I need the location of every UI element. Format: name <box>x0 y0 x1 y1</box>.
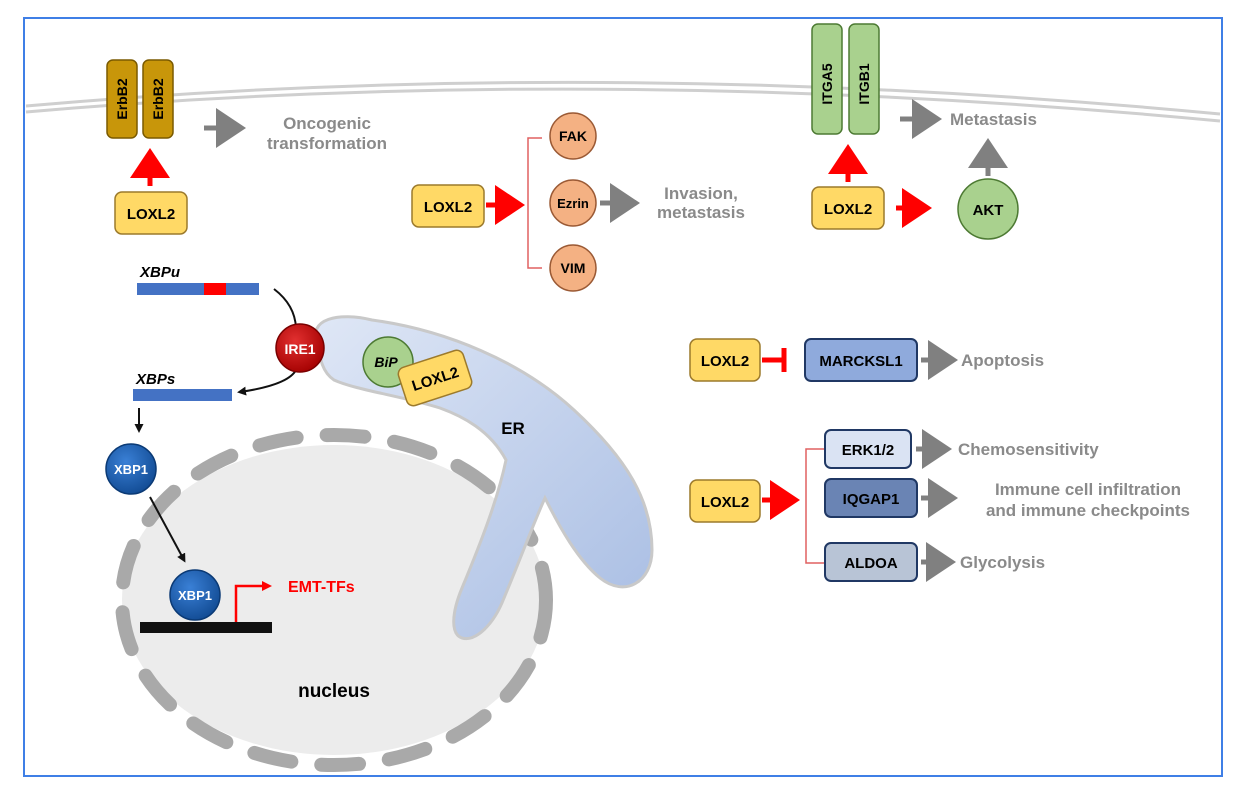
xbp1-cytoplasm-node <box>105 443 157 495</box>
iqgap1-box <box>824 478 918 518</box>
erk12-box <box>824 429 912 469</box>
erk12-outcome-label: Chemosensitivity <box>958 440 1099 459</box>
erbb2-outcome-line1: Oncogenic <box>283 114 371 133</box>
xbps-label: XBPs <box>135 371 175 388</box>
erbb2-receptor-right <box>142 59 174 139</box>
aldoa-outcome-label: Glycolysis <box>960 553 1045 572</box>
er-loxl2-group: LOXL2 <box>397 349 473 407</box>
xbp1-nuclear-import-arrow <box>149 496 186 563</box>
endoplasmic-reticulum <box>314 315 654 641</box>
ezrin-label: Ezrin <box>557 196 589 211</box>
nucleus-label: nucleus <box>298 681 370 702</box>
branch-loxl2-box <box>689 479 761 523</box>
nuclear-envelope <box>115 428 553 772</box>
aldoa-box <box>824 542 918 582</box>
erbb2-left-label: ErbB2 <box>114 78 130 119</box>
itgb1-receptor <box>848 23 880 135</box>
ire1-splicing-arc-bottom <box>237 369 297 396</box>
ezrin-node <box>549 179 597 227</box>
fak-node <box>549 112 597 160</box>
marcksl1-box <box>804 338 918 382</box>
invasion-outcome-line1: Invasion, <box>664 184 738 203</box>
integrin-loxl2-label: LOXL2 <box>824 201 872 218</box>
akt-node <box>957 178 1019 240</box>
xbps-mrna-bar <box>133 389 232 401</box>
xbp1-nuclear-node <box>169 569 221 621</box>
branch-bracket <box>805 448 826 564</box>
emt-tfs-label: EMT-TFs <box>288 579 355 596</box>
xbpu-intron-segment <box>204 283 226 295</box>
invasion-module: LOXL2 FAK Ezrin VIM Invasion, metastasis <box>411 112 745 292</box>
invasion-bracket <box>527 137 542 269</box>
nucleus: nucleus <box>115 428 553 772</box>
integrin-outcome-label: Metastasis <box>950 110 1037 129</box>
cell-membrane-inner <box>25 87 1221 123</box>
xbpu-mrna-bar <box>137 283 259 295</box>
invasion-outcome-line2: metastasis <box>657 203 745 222</box>
erbb2-module: ErbB2 ErbB2 LOXL2 Oncogenic transformati… <box>106 59 387 235</box>
erbb2-outcome-line2: transformation <box>267 134 387 153</box>
iqgap1-outcome-line2: and immune checkpoints <box>986 501 1190 520</box>
transcription-start-arrow <box>234 581 272 622</box>
erk12-label: ERK1/2 <box>842 442 895 459</box>
apoptosis-module: LOXL2 MARCKSL1 Apoptosis <box>689 338 1044 382</box>
erbb2-right-label: ErbB2 <box>150 78 166 119</box>
xbp1-nuclear-label: XBP1 <box>178 588 212 603</box>
ire1-node <box>275 323 325 373</box>
xbpu-label: XBPu <box>139 264 180 281</box>
apoptosis-outcome-label: Apoptosis <box>961 351 1044 370</box>
integrin-module: ITGA5 ITGB1 LOXL2 AKT Metastasis <box>811 23 1037 240</box>
dna-strand <box>140 622 272 633</box>
er-module: ER BiP LOXL2 <box>314 315 654 641</box>
bip-label: BiP <box>374 354 398 370</box>
integrin-loxl2-box <box>811 186 885 230</box>
erbb2-receptor-left <box>106 59 138 139</box>
branch-module: LOXL2 ERK1/2 Chemosensitivity IQGAP1 Imm… <box>689 429 1190 582</box>
invasion-loxl2-box <box>411 184 485 228</box>
vim-label: VIM <box>561 260 586 276</box>
xbp-splicing-module: XBPu IRE1 XBPs XBP1 XBP1 EMT-TFs <box>105 264 355 633</box>
erbb2-loxl2-label: LOXL2 <box>127 206 175 223</box>
erbb2-loxl2-box <box>114 191 188 235</box>
invasion-loxl2-label: LOXL2 <box>424 199 472 216</box>
cell-membrane-outer <box>25 80 1221 116</box>
akt-label: AKT <box>973 202 1004 219</box>
iqgap1-label: IQGAP1 <box>843 491 900 508</box>
nucleus-interior <box>122 445 546 755</box>
itga5-label: ITGA5 <box>819 63 835 104</box>
apoptosis-loxl2-label: LOXL2 <box>701 353 749 370</box>
xbp1-cytoplasm-label: XBP1 <box>114 462 148 477</box>
marcksl1-label: MARCKSL1 <box>819 353 902 370</box>
itga5-receptor <box>811 23 843 135</box>
aldoa-label: ALDOA <box>844 555 897 572</box>
branch-loxl2-label: LOXL2 <box>701 494 749 511</box>
apoptosis-loxl2-box <box>689 338 761 382</box>
er-loxl2-box <box>397 349 473 407</box>
er-label: ER <box>501 419 525 438</box>
itgb1-label: ITGB1 <box>856 63 872 104</box>
vim-node <box>549 244 597 292</box>
iqgap1-outcome-line1: Immune cell infiltration <box>995 480 1181 499</box>
ire1-label: IRE1 <box>284 341 315 357</box>
fak-label: FAK <box>559 128 587 144</box>
